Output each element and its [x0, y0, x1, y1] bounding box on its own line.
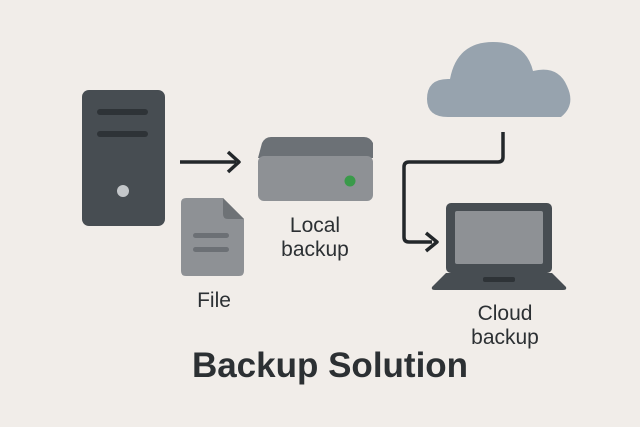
external-drive-icon: [258, 137, 373, 201]
cloud-icon: [427, 42, 571, 117]
file-label-text: File: [197, 289, 231, 312]
local-backup-label-line1: Local: [289, 214, 341, 237]
cloud-backup-label-line2: backup: [471, 326, 539, 349]
laptop-icon: [431, 203, 567, 290]
server-tower-icon: [82, 90, 165, 226]
local-backup-label-line2: backup: [281, 238, 349, 261]
file-label: File: [172, 289, 256, 313]
diagram-title: Backup Solution: [191, 346, 469, 385]
cloud-backup-label-line1: Cloud: [477, 302, 533, 325]
local-backup-label: Local backup: [250, 214, 380, 262]
arrow-server-to-local: [180, 150, 241, 174]
connector-cloud-to-laptop: [402, 132, 505, 253]
document-icon: [181, 198, 244, 276]
cloud-backup-label: Cloud backup: [440, 302, 570, 350]
